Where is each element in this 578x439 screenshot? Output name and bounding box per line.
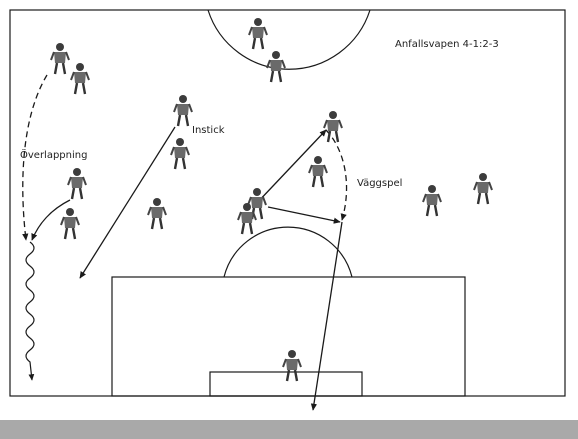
- label-overlap: Överlappning: [20, 148, 87, 161]
- label-through-pass: Instick: [192, 125, 225, 136]
- label-wall-pass: Väggspel: [357, 178, 402, 189]
- scan-band: [0, 420, 578, 439]
- diagram-title: Anfallsvapen 4-1:2-3: [395, 39, 499, 50]
